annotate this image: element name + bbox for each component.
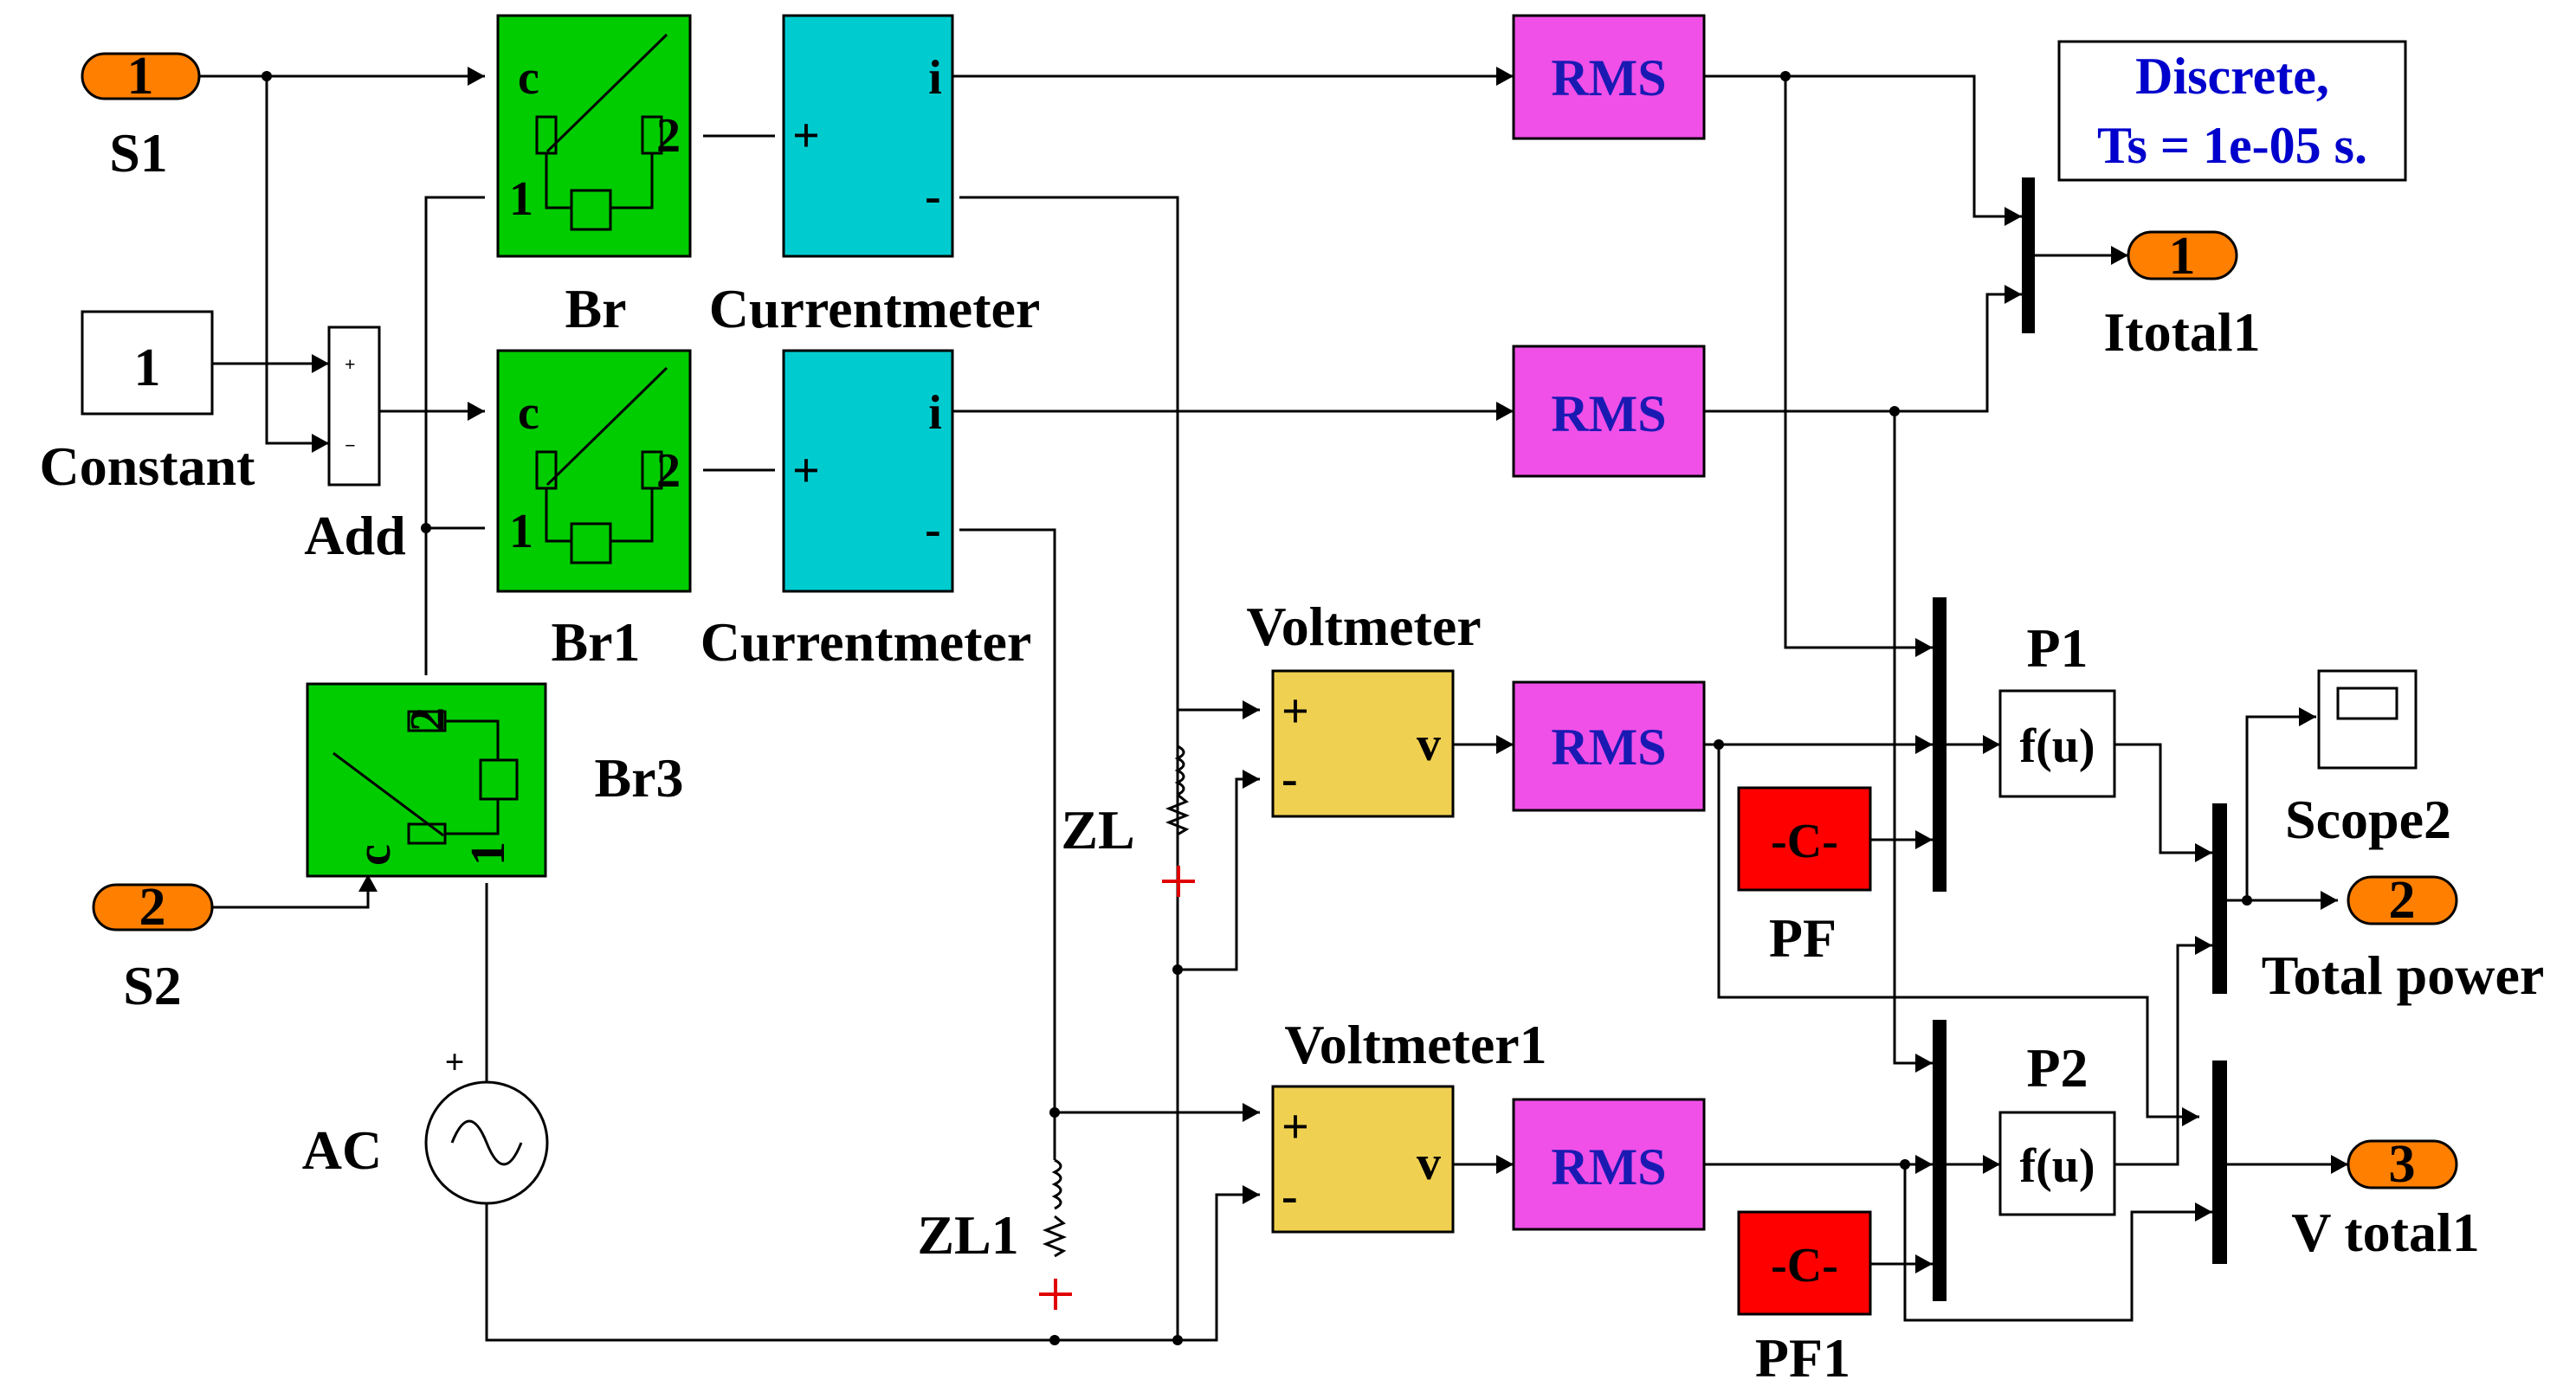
voltmeter-1-port-v: v (1417, 718, 1441, 771)
powergui-line2: Ts = 1e-05 s. (2097, 117, 2367, 174)
add-block[interactable]: + − Add (304, 326, 406, 566)
br1-port-1: 1 (509, 505, 533, 558)
br3-label: Br3 (594, 747, 683, 809)
rms-block-3-text: RMS (1551, 719, 1666, 776)
outport-itotal[interactable]: 1 Itotal1 (2103, 227, 2260, 363)
breaker-br3[interactable]: c 1 2 Br3 (306, 682, 684, 878)
fcn-p1-expr: f(u) (2019, 719, 2095, 773)
voltmeter-1-label: Voltmeter (1246, 596, 1481, 657)
pf-label: PF (1769, 907, 1837, 969)
ac-plus-sign: + (445, 1042, 465, 1081)
ac-label: AC (302, 1119, 382, 1181)
currentmeter-2-port-plus: + (792, 444, 820, 498)
voltmeter-2-label: Voltmeter1 (1284, 1014, 1546, 1075)
pf1-value: -C- (1771, 1239, 1838, 1293)
rms-block-1-text: RMS (1551, 49, 1666, 106)
rms-block-4-text: RMS (1551, 1138, 1666, 1196)
inport-s1-label: S1 (109, 122, 168, 184)
voltmeter-1[interactable]: + - v Voltmeter (1246, 596, 1482, 818)
add-plus-sign: + (345, 353, 356, 375)
outport-itotal-label: Itotal1 (2103, 301, 2260, 363)
rms-block-4[interactable]: RMS (1512, 1098, 1706, 1231)
outport-vtotal-number: 3 (2389, 1135, 2416, 1194)
rms-block-3[interactable]: RMS (1512, 680, 1706, 812)
add-minus-sign: − (345, 435, 356, 456)
add-label: Add (304, 505, 405, 566)
inport-s1-number: 1 (127, 47, 154, 106)
currentmeter-1-port-minus: - (925, 170, 941, 223)
fcn-p1[interactable]: f(u) P1 (1998, 617, 2116, 798)
voltmeter-1-port-plus: + (1282, 685, 1309, 738)
currentmeter-1-port-i: i (928, 51, 942, 105)
currentmeter-2[interactable]: i + - Currentmeter (700, 349, 1032, 673)
zl-label: ZL (1061, 799, 1134, 861)
zl-impedance[interactable]: ZL (1061, 688, 1195, 970)
br-port-1: 1 (509, 172, 533, 226)
rms-block-2-text: RMS (1551, 385, 1666, 442)
br-label: Br (565, 278, 626, 339)
powergui-block[interactable]: Discrete, Ts = 1e-05 s. (2057, 40, 2407, 182)
outport-total-power[interactable]: 2 Total power (2262, 871, 2545, 1006)
signal-wires (199, 67, 2348, 1345)
mux-p1[interactable] (1933, 597, 1947, 892)
voltmeter-2-port-v: v (1417, 1137, 1441, 1190)
scope-block[interactable]: Scope2 (2285, 669, 2451, 850)
fcn-p2-label: P2 (2026, 1037, 2088, 1099)
outport-total-power-label: Total power (2262, 944, 2545, 1006)
br-port-2: 2 (656, 109, 681, 163)
breaker-br[interactable]: c 1 2 Br (496, 14, 692, 339)
outport-total-power-number: 2 (2389, 871, 2416, 930)
fcn-p2[interactable]: f(u) P2 (1998, 1037, 2116, 1216)
voltmeter-2[interactable]: + - v Voltmeter1 (1271, 1014, 1547, 1234)
currentmeter-2-label: Currentmeter (700, 611, 1032, 673)
mux-total-power[interactable] (2212, 803, 2227, 994)
voltmeter-1-port-minus: - (1282, 752, 1298, 806)
currentmeter-2-port-minus: - (925, 503, 941, 557)
voltmeter-2-port-plus: + (1282, 1100, 1309, 1154)
voltmeter-2-port-minus: - (1282, 1170, 1298, 1223)
fcn-p1-label: P1 (2026, 617, 2088, 679)
breaker-br1[interactable]: c 1 2 Br1 (496, 349, 692, 673)
inport-s2-label: S2 (123, 955, 182, 1016)
mux-vtotal[interactable] (2212, 1060, 2227, 1264)
fcn-p2-expr: f(u) (2019, 1139, 2095, 1193)
rms-block-2[interactable]: RMS (1512, 345, 1706, 478)
br3-port-c: c (347, 844, 401, 866)
mux-itotal[interactable] (2022, 177, 2035, 333)
pf-value: -C- (1771, 815, 1838, 868)
br3-port-2: 2 (401, 707, 455, 732)
constant-block[interactable]: 1 Constant (40, 310, 256, 497)
mux-p2[interactable] (1933, 1020, 1947, 1301)
currentmeter-1[interactable]: i + - Currentmeter (709, 14, 1041, 339)
zl1-label: ZL1 (917, 1204, 1018, 1266)
inport-s1[interactable]: 1 S1 (81, 47, 201, 184)
pf-constant[interactable]: -C- PF (1737, 786, 1872, 969)
currentmeter-1-port-plus: + (792, 109, 820, 163)
br-port-c: c (518, 51, 539, 105)
outport-itotal-number: 1 (2169, 227, 2196, 286)
currentmeter-2-port-i: i (928, 386, 942, 440)
inport-s2[interactable]: 2 S2 (92, 878, 214, 1016)
ac-source[interactable]: + AC (302, 1035, 549, 1255)
rms-block-1[interactable]: RMS (1512, 14, 1706, 140)
br1-port-2: 2 (656, 444, 681, 498)
br3-port-1: 1 (462, 841, 515, 866)
pf1-constant[interactable]: -C- PF1 (1737, 1210, 1872, 1386)
outport-vtotal-label: V total1 (2291, 1202, 2479, 1263)
zl1-impedance[interactable]: ZL1 (917, 1112, 1072, 1310)
currentmeter-1-label: Currentmeter (709, 278, 1041, 339)
constant-value: 1 (134, 338, 161, 397)
outport-vtotal[interactable]: 3 V total1 (2291, 1135, 2479, 1263)
br1-port-c: c (518, 386, 539, 440)
br1-label: Br1 (551, 611, 640, 673)
pf1-label: PF1 (1755, 1327, 1850, 1386)
scope-label: Scope2 (2285, 789, 2451, 850)
powergui-line1: Discrete, (2135, 48, 2329, 105)
constant-label: Constant (40, 435, 256, 497)
inport-s2-number: 2 (139, 878, 166, 937)
